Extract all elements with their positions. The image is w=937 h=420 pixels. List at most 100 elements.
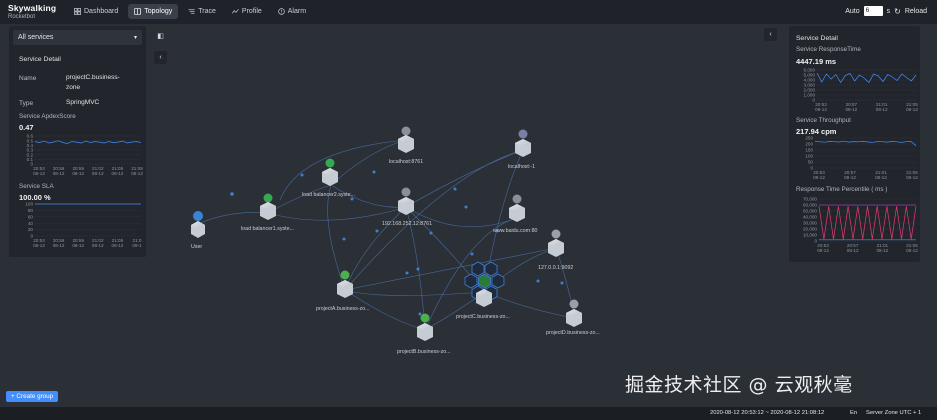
chevron-down-icon: ▾ xyxy=(133,35,137,41)
language-switch[interactable]: En xyxy=(850,410,858,416)
name-value-line2: zone xyxy=(66,84,81,91)
chevron-left-icon: ‹ xyxy=(769,31,772,38)
node-project-b[interactable]: projectB.business-zo... xyxy=(397,313,451,356)
y-tick-label: 200 xyxy=(805,142,813,147)
x-tick-label: 21:05 xyxy=(112,166,124,171)
nav-profile-label: Profile xyxy=(241,8,262,15)
profile-icon xyxy=(232,9,239,14)
x-tick-label: 20:57 xyxy=(846,102,858,107)
server-zone[interactable]: Server Zone UTC + 1 xyxy=(866,410,922,416)
x-tick-label: 20:53 xyxy=(33,238,45,243)
y-tick-label: 3,000 xyxy=(804,83,816,88)
node-load-balancer2[interactable]: load balancer2.syste... xyxy=(302,158,355,199)
service-select[interactable]: All services ▾ xyxy=(13,30,142,45)
apdex-chart: 0.60.50.40.30.20.1020:5308-1220:5608-122… xyxy=(27,134,143,176)
nav-trace[interactable]: Trace xyxy=(182,4,222,19)
series-line xyxy=(814,140,917,147)
nav-profile[interactable]: Profile xyxy=(226,4,268,19)
series-line xyxy=(816,72,917,84)
node-localhost-8761[interactable]: localhost:8761 xyxy=(389,126,423,166)
y-tick-label: 0.4 xyxy=(27,143,34,148)
response-time-chart: 6,0005,0004,0003,0002,0001,000020:5308-1… xyxy=(804,68,919,112)
x-tick-date: 08-12 xyxy=(33,243,45,248)
x-tick-label: 20:53 xyxy=(817,243,829,248)
database-icon xyxy=(518,129,528,139)
auto-interval-input[interactable]: 6 xyxy=(863,6,883,16)
gateway-icon xyxy=(263,193,273,203)
node-label-localhost8761: localhost:8761 xyxy=(389,159,423,165)
x-tick-date: 08-12 xyxy=(815,107,827,112)
y-tick-label: 40,000 xyxy=(803,215,817,220)
node-kafka-9092[interactable]: 127.0.0.1:9092 xyxy=(538,229,573,272)
node-user[interactable]: User xyxy=(191,211,205,250)
x-tick-label: 20:56 xyxy=(53,166,65,171)
x-tick-date: 08-12 xyxy=(92,243,104,248)
x-tick-date: 08-12 xyxy=(33,171,45,176)
time-range[interactable]: 2020-08-12 20:53:12 ~ 2020-08-12 21:08:1… xyxy=(710,410,825,416)
layout-toggle-button[interactable]: ◧ xyxy=(154,29,167,42)
x-tick-date: 08-12 xyxy=(875,175,887,180)
y-tick-label: 50,000 xyxy=(803,209,817,214)
y-tick-label: 150 xyxy=(805,148,813,153)
name-value-line1: projectC.business- xyxy=(66,74,120,81)
logo-title: Skywalking xyxy=(8,3,57,13)
edge-dots xyxy=(230,170,564,316)
y-tick-label: 0 xyxy=(30,162,33,167)
node-label-ip9092: 127.0.0.1:9092 xyxy=(538,265,573,271)
reload-icon[interactable]: ↻ xyxy=(894,6,901,16)
seconds-unit: s xyxy=(886,7,891,15)
sla-label: Service SLA xyxy=(19,183,54,190)
logo[interactable]: Skywalking Rocketbot xyxy=(8,4,56,20)
node-ip-8761[interactable]: 192.168.252.12:8761 xyxy=(382,187,432,228)
nav-topology-label: Topology xyxy=(144,8,173,15)
node-project-c[interactable]: projectC.business-zo... xyxy=(456,261,510,320)
x-tick-label: 20:53 xyxy=(813,170,825,175)
chevron-left-icon: ‹ xyxy=(159,54,162,61)
x-tick-date: 08-12 xyxy=(817,248,829,253)
x-tick-date: 08-12 xyxy=(131,171,143,176)
y-tick-label: 0 xyxy=(30,234,33,239)
node-project-d[interactable]: projectD.business-zo... xyxy=(546,299,600,337)
node-label-projectc: projectC.business-zo... xyxy=(456,314,510,320)
globe-icon xyxy=(401,187,411,197)
type-value: SpringMVC xyxy=(66,99,100,106)
reload-button[interactable]: Reload xyxy=(904,7,927,15)
nav-alarm[interactable]: Alarm xyxy=(272,4,312,19)
x-tick-date: 08-1 xyxy=(132,243,142,248)
nav-dashboard[interactable]: Dashboard xyxy=(68,4,124,19)
y-tick-label: 2,000 xyxy=(804,88,816,93)
x-tick-date: 08-12 xyxy=(53,243,65,248)
node-baidu[interactable]: www.baidu.com:80 xyxy=(493,194,538,235)
x-tick-label: 21:01 xyxy=(875,170,887,175)
series-line xyxy=(34,140,142,144)
node-load-balancer1[interactable]: load balancer1.syste... xyxy=(241,193,294,233)
x-tick-label: 21:08 xyxy=(131,166,143,171)
node-project-a[interactable]: projectA.business-zo... xyxy=(316,270,370,313)
trace-icon xyxy=(188,9,195,14)
collapse-right-button[interactable]: ‹ xyxy=(764,28,777,41)
node-label-projectb: projectB.business-zo... xyxy=(397,349,451,355)
right-service-detail-panel: Service Detail Service ResponseTime 4447… xyxy=(789,26,920,262)
y-tick-label: 0 xyxy=(810,166,813,171)
auto-label: Auto xyxy=(845,7,860,15)
throughput-label: Service Throughput xyxy=(796,117,851,124)
percentile-label: Response Time Percentile ( ms ) xyxy=(796,186,888,193)
x-tick-date: 08-12 xyxy=(112,243,124,248)
create-group-button[interactable]: + Create group xyxy=(6,391,59,402)
y-tick-label: 60,000 xyxy=(803,203,817,208)
x-tick-label: 21:05 xyxy=(906,243,918,248)
nav-topology[interactable]: Topology xyxy=(128,4,179,19)
globe-icon xyxy=(401,126,411,136)
node-label-user: User xyxy=(191,244,202,250)
user-icon xyxy=(193,211,203,221)
y-tick-label: 100 xyxy=(25,202,33,207)
y-tick-label: 4,000 xyxy=(804,78,816,83)
collapse-left-button[interactable]: ‹ xyxy=(154,51,167,64)
x-tick-label: 21:05 xyxy=(112,238,124,243)
node-label-lb1: load balancer1.syste... xyxy=(241,226,294,232)
x-tick-label: 21:0 xyxy=(133,238,142,243)
y-tick-label: 1,000 xyxy=(804,93,816,98)
node-localhost-1[interactable]: localhost:-1 xyxy=(508,129,535,171)
y-tick-label: 0.1 xyxy=(27,157,34,162)
logo-subtitle: Rocketbot xyxy=(8,13,36,20)
